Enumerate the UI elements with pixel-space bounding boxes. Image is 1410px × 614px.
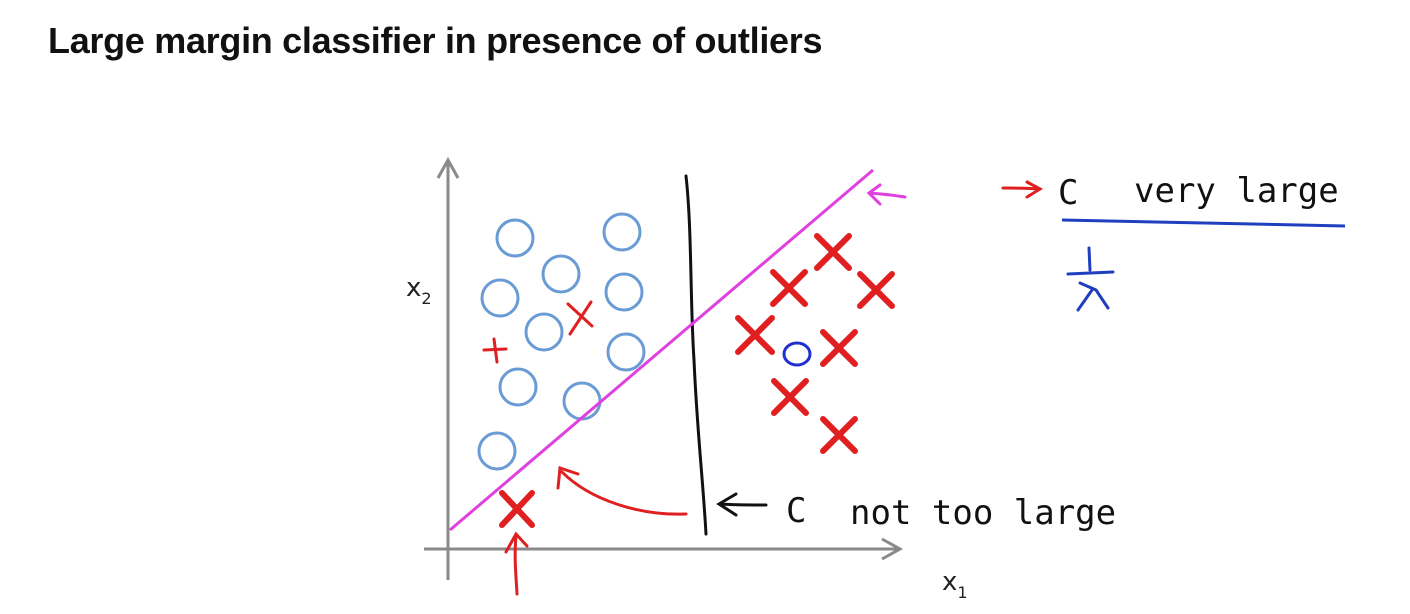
negative-examples (477, 212, 646, 471)
red-right-arrow-icon (1001, 180, 1044, 199)
negative-example (602, 212, 642, 252)
red-up-arrow-icon (504, 531, 529, 596)
small-positive-outliers (482, 300, 594, 364)
page-title: Large margin classifier in presence of o… (48, 20, 823, 61)
y-axis-arrow-icon (436, 156, 460, 179)
black-decision-boundary (684, 174, 708, 536)
red-curve-arrow-icon (556, 465, 688, 516)
magenta-decision-boundary (449, 168, 874, 532)
negative-example (480, 278, 520, 318)
positive-example (857, 271, 895, 309)
small-cross (566, 300, 594, 336)
c-very-large-prefix: C (1058, 173, 1078, 213)
c-not-too-large-prefix: C (786, 491, 806, 531)
negative-example (498, 367, 538, 407)
negative-example (495, 218, 535, 258)
c-not-too-large-annotation: not too large (850, 493, 1116, 533)
small-cross (482, 337, 508, 364)
negative-example (541, 254, 581, 294)
positive-examples (499, 233, 895, 528)
black-left-arrow-icon (716, 492, 768, 517)
positive-example (820, 416, 858, 454)
magenta-arrow-icon (866, 183, 907, 206)
negative-example (606, 332, 646, 372)
x-axis-arrow-icon (881, 537, 904, 561)
positive-example (735, 315, 775, 355)
x-axis-label: x1 (942, 567, 968, 602)
negative-outlier (782, 341, 812, 367)
y-axis-label: x2 (406, 273, 432, 308)
axes (424, 156, 904, 580)
negative-example (562, 381, 602, 421)
positive-example (771, 378, 809, 416)
outlier-positive-example (499, 490, 535, 528)
negative-example (477, 431, 517, 471)
positive-example (770, 269, 808, 307)
positive-example (814, 233, 852, 271)
inverse-lambda-fraction (1066, 246, 1115, 312)
negative-example (524, 312, 564, 352)
underline (1061, 218, 1346, 228)
negative-example (604, 272, 644, 312)
positive-example (820, 329, 858, 367)
c-very-large-annotation: very large (1134, 171, 1339, 211)
